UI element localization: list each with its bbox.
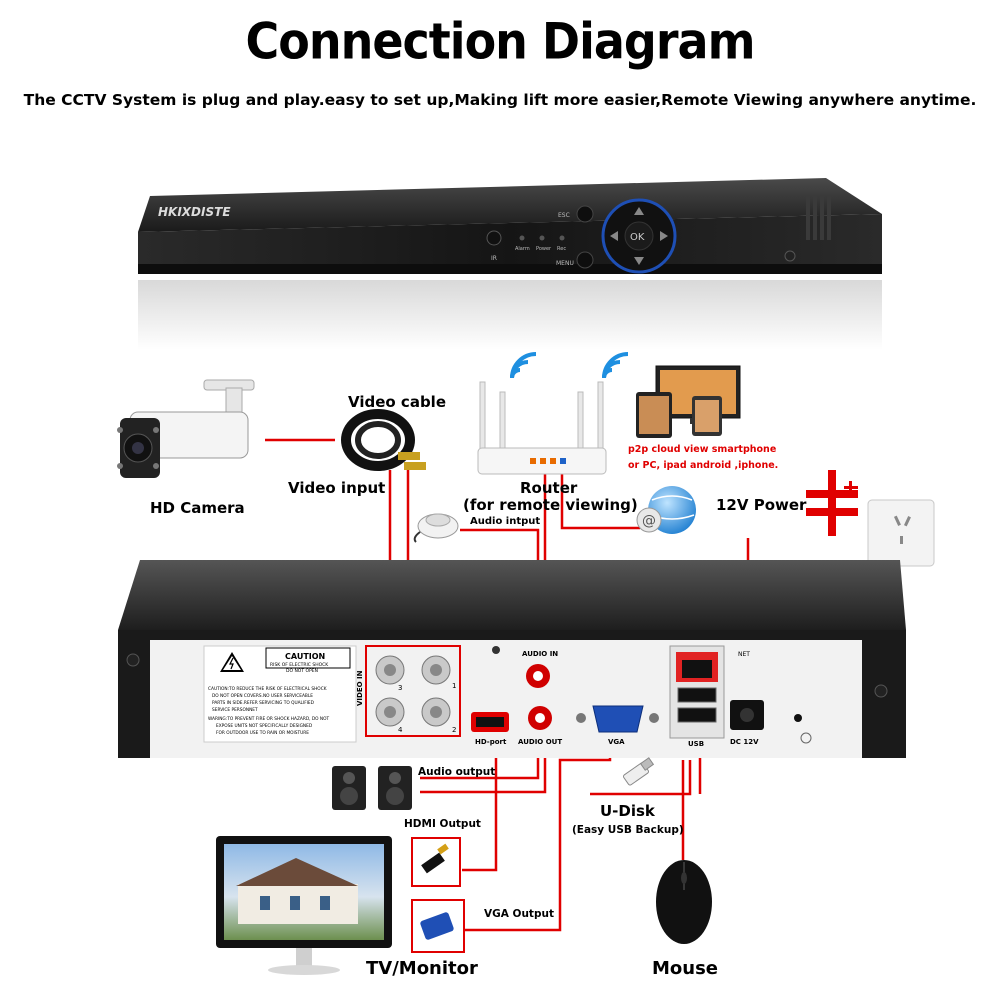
rec-label: Rec <box>557 246 566 252</box>
caution-text-7: FOR OUTDOOR USE TO RAIN OR MOISTURE <box>216 730 309 736</box>
ok-label: OK <box>630 232 645 243</box>
udisk-label: U-Disk <box>600 802 655 820</box>
esc-label: ESC <box>558 212 570 219</box>
caution-text-4: SERVICE PERSONNET <box>212 707 258 713</box>
caution-text-3: PARTS IN SIDE.REFER SERVICING TO QUALIFI… <box>212 700 315 706</box>
caution-sub-2: DO NOT OPEN <box>286 668 318 674</box>
channel-1-label: 1 <box>452 682 456 690</box>
video-cable-graphic <box>341 409 426 471</box>
hd-camera-label: HD Camera <box>150 499 245 517</box>
remote-devices-graphic <box>636 365 741 438</box>
p2p-line2-label: or PC, ipad android ,iphone. <box>628 460 779 471</box>
caution-text-5: WARING:TO PREVENT FIRE OR SHOCK HAZARD, … <box>208 716 330 722</box>
audio-out-port-label: AUDIO OUT <box>518 738 562 746</box>
hd-port-label: HD-port <box>475 738 507 746</box>
hdmi-output-label: HDMI Output <box>404 818 481 830</box>
net-port-label: NET <box>738 651 750 658</box>
caution-heading: CAUTION <box>285 652 325 661</box>
alarm-label: Alarm <box>515 246 530 252</box>
video-cable-label: Video cable <box>348 393 446 411</box>
vga-output-label: VGA Output <box>484 908 554 920</box>
hdmi-cable-icon <box>411 837 461 887</box>
channel-3-label: 3 <box>398 684 402 692</box>
dvr-back-view <box>118 560 906 758</box>
usb-port-label: USB <box>688 740 704 748</box>
wifi-icon <box>510 352 629 379</box>
router-note-label: (for remote viewing) <box>463 496 638 514</box>
vga-cable-icon <box>411 899 465 953</box>
udisk-note-label: (Easy USB Backup) <box>572 824 684 836</box>
dc-port-label: DC 12V <box>730 738 759 746</box>
power-label: 12V Power <box>716 496 807 514</box>
video-input-label: Video input <box>288 479 386 497</box>
audio-input-label: Audio intput <box>470 516 541 527</box>
speakers-graphic <box>332 766 412 810</box>
video-in-label: VIDEO IN <box>356 670 364 706</box>
brand-label: HKIXDISTE <box>158 205 231 219</box>
caution-sub-1: RISK OF ELECTRIC SHOCK <box>270 662 329 668</box>
audio-in-port-label: AUDIO IN <box>522 650 558 658</box>
p2p-line1-label: p2p cloud view smartphone <box>628 444 777 455</box>
caution-text-6: EXPOSE UNITS NOT SPECIFICALLY DESIGNED <box>216 723 313 729</box>
router-label: Router <box>520 479 578 497</box>
dc-power-symbol-icon <box>806 470 858 536</box>
microphone-graphic <box>413 513 459 543</box>
router-graphic <box>477 381 607 475</box>
channel-4-label: 4 <box>398 726 403 734</box>
audio-output-label: Audio output <box>418 766 496 778</box>
mouse-graphic <box>656 860 712 944</box>
page-subtitle: The CCTV System is plug and play.easy to… <box>23 91 977 109</box>
dvr-front-view <box>138 178 882 350</box>
hd-camera-graphic <box>117 379 255 478</box>
tv-monitor-label: TV/Monitor <box>366 958 478 979</box>
tv-monitor-graphic <box>216 836 392 975</box>
caution-text-2: DO NOT OPEN COVERS.NO USER SERVICEABLE <box>212 693 313 699</box>
usb-disk-icon <box>623 757 655 786</box>
wall-outlet-graphic <box>867 499 935 567</box>
channel-2-label: 2 <box>452 726 456 734</box>
caution-text-1: CAUTION:TO REDUCE THE RISK OF ELECTRICAL… <box>208 686 327 692</box>
internet-globe-icon: @ <box>636 486 696 534</box>
menu-label: MENU <box>556 260 574 267</box>
ir-label: IR <box>491 255 497 262</box>
power-led-label: Power <box>536 246 552 252</box>
mouse-label: Mouse <box>652 958 719 979</box>
vga-port-label: VGA <box>608 738 625 746</box>
page-title: Connection Diagram <box>245 11 755 71</box>
svg-text:@: @ <box>642 513 656 529</box>
